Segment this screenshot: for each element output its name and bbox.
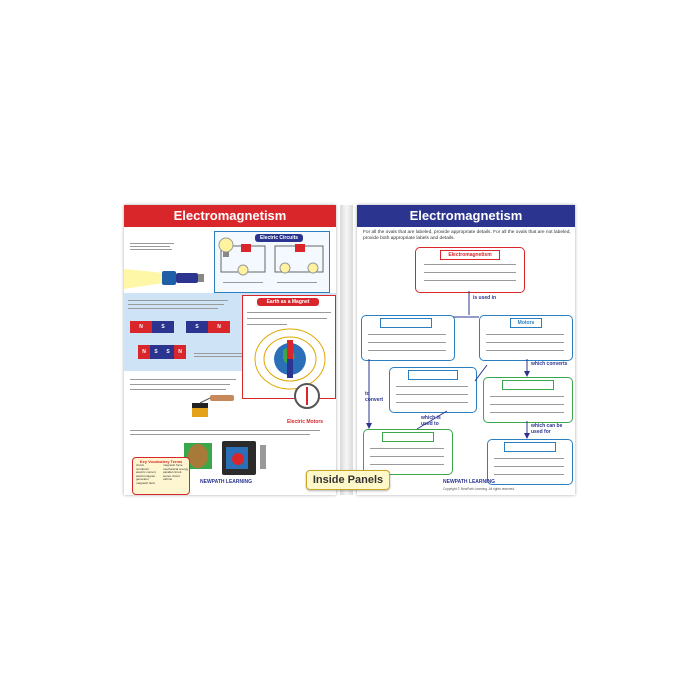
vocab-list-left: circuit conductor electric current elect… (136, 463, 156, 486)
bulb-icon (218, 237, 234, 257)
flashlight-text (130, 241, 180, 252)
oval-blue-bottom-label (504, 442, 556, 452)
oval-motors-label: Motors (510, 318, 542, 328)
vocab-term: mechanical energy (163, 466, 189, 471)
earth-illustration (254, 328, 326, 390)
magnet-s4: S (162, 345, 174, 359)
oval-green-right-label (502, 380, 554, 390)
connector-lines (366, 291, 530, 439)
vocab-term: magnetic field (136, 480, 155, 485)
oval-electromagnetism-label: Electromagnetism (440, 250, 500, 260)
binder-fold (340, 205, 353, 495)
vocab-term: electric current (136, 470, 156, 475)
magnet-n3: N (138, 345, 150, 359)
oval-green-bottom-label (382, 432, 434, 442)
label-which-can-be-used-for: which can be used for (531, 423, 563, 435)
battery-resistor-illustration (192, 395, 234, 417)
instructions: For all the ovals that are labeled, prov… (363, 230, 571, 241)
oval-left-mid (361, 315, 455, 361)
vocab-term: electromagnet (136, 473, 156, 478)
left-panel: Electromagnetism Electric Circuits (124, 205, 336, 495)
vocab-list-right: magnetic force mechanical energy paralle… (163, 463, 189, 482)
right-panel-title: Electromagnetism (357, 205, 575, 227)
vocab-term: circuit (136, 463, 144, 467)
bottom-text-lines (130, 427, 330, 438)
earth-magnet-box: Earth as a Magnet (242, 295, 336, 399)
oval-green-right (483, 377, 573, 423)
magnet-row-2: N S S N (130, 345, 190, 369)
oval-blue-bottom (487, 439, 573, 485)
vocab-term: series circuit (163, 473, 180, 478)
electric-circuits-label: Electric Circuits (255, 234, 303, 242)
oval-center-label (408, 370, 458, 380)
label-which-is-used-to: which is used to (421, 415, 441, 427)
vocab-term: parallel circuit (163, 470, 182, 475)
earth-magnet-label: Earth as a Magnet (257, 298, 319, 306)
magnet-caption-lines (194, 351, 254, 359)
electric-motors-label: Electric Motors (286, 419, 324, 425)
magnet-n4: N (174, 345, 186, 359)
left-logo: NEWPATH LEARNING (200, 479, 253, 485)
left-panel-title: Electromagnetism (124, 205, 336, 227)
vocab-term: generator (136, 477, 149, 482)
oval-motors: Motors (479, 315, 573, 361)
magnet-s3: S (150, 345, 162, 359)
vocab-term: magnetic force (163, 463, 183, 467)
oval-electromagnetism: Electromagnetism (415, 247, 525, 293)
right-logo: NEWPATH LEARNING (443, 479, 496, 485)
middle-text-lines (130, 375, 240, 394)
vocab-term: conductor (136, 466, 150, 471)
motor-generator-illustration (184, 441, 266, 475)
electric-motors-area: Electric Motors (278, 419, 332, 425)
copyright-text: Copyright © NewPath Learning. All rights… (443, 487, 515, 491)
vocab-box: Key Vocabulary Terms circuit conductor e… (132, 457, 190, 495)
inside-panels-tag: Inside Panels (306, 470, 390, 490)
magnet-n2: N (208, 321, 230, 333)
vocab-title: Key Vocabulary Terms (139, 459, 183, 464)
label-which-converts: which converts (531, 361, 568, 367)
oval-center (389, 367, 477, 413)
vocab-term: turbine (163, 477, 173, 482)
compass-icon (294, 383, 320, 409)
oval-left-mid-label (380, 318, 432, 328)
magnet-row-1: N S S N (130, 321, 230, 335)
right-panel: Electromagnetism For all the ovals that … (357, 205, 575, 495)
circuit-diagrams (220, 244, 324, 276)
magnet-s1: S (152, 321, 174, 333)
magnet-n1: N (130, 321, 152, 333)
magnet-text-lines (128, 297, 236, 312)
label-to-convert: to convert (365, 391, 384, 403)
label-is-used-in: is used in (473, 295, 497, 301)
oval-green-bottom (363, 429, 453, 475)
magnet-s2: S (186, 321, 208, 333)
electric-circuits-box: Electric Circuits (214, 231, 330, 293)
flashlight-illustration (124, 269, 204, 289)
